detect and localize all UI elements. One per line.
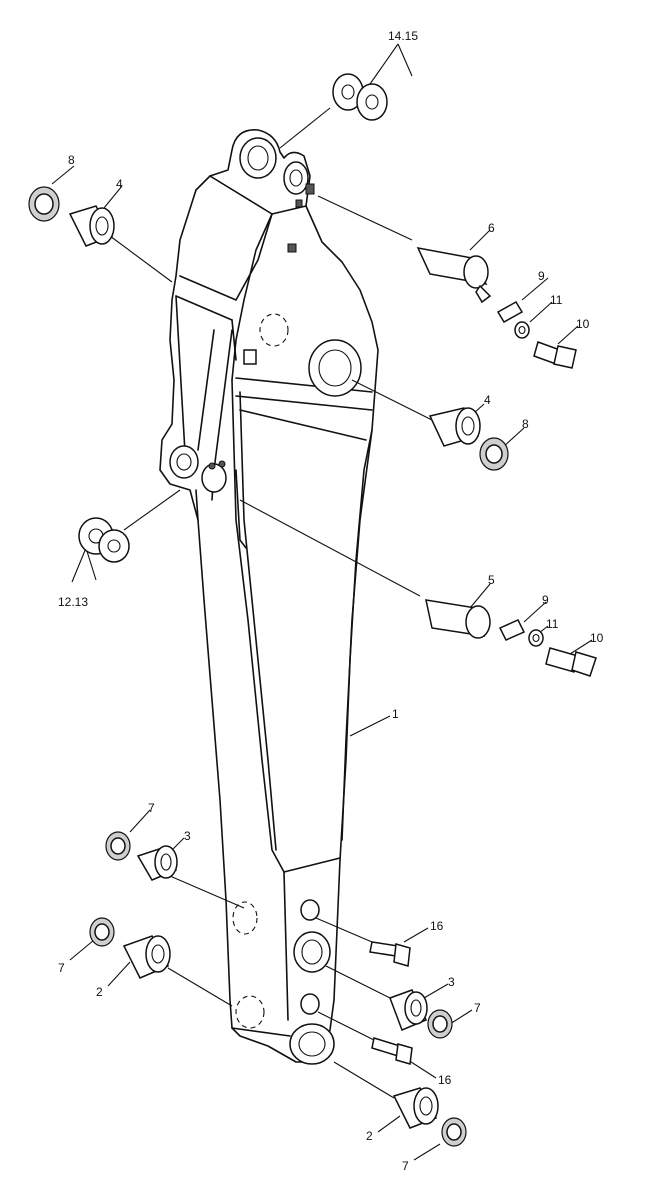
callout-5: 5	[488, 573, 495, 587]
callout-16: 16	[438, 1073, 452, 1087]
callout-7: 7	[402, 1159, 409, 1173]
callout-2: 2	[96, 985, 103, 999]
part-3-bushing-a	[136, 845, 178, 881]
callout-11: 11	[550, 293, 563, 307]
callout-labels: 14.15 8 4 6 9 11 10 4 8 12.13 5 9 11 10 …	[58, 29, 604, 1173]
callout-8: 8	[522, 417, 529, 431]
callout-3: 3	[184, 829, 191, 843]
callout-2: 2	[366, 1129, 373, 1143]
part-7-seal-d	[441, 1117, 467, 1147]
part-10-bolt-mid	[545, 647, 597, 677]
callout-9: 9	[538, 269, 545, 283]
callout-1: 1	[392, 707, 399, 721]
part-10-bolt-top	[533, 341, 577, 369]
callout-10: 10	[590, 631, 604, 645]
callout-3: 3	[448, 975, 455, 989]
part-2-bushing-b	[392, 1087, 439, 1129]
part-8-seal-top	[28, 186, 60, 222]
callout-7: 7	[58, 961, 65, 975]
part-4-bushing-top	[68, 205, 115, 247]
callout-14-15: 14.15	[388, 29, 418, 43]
leader-lines	[51, 43, 593, 1161]
callout-8: 8	[68, 153, 75, 167]
callout-12-13: 12.13	[58, 595, 88, 609]
part-3-bushing-b	[389, 989, 428, 1031]
part-16-grease-b	[371, 1037, 413, 1065]
part-5-pin	[425, 599, 491, 639]
callout-10: 10	[576, 317, 590, 331]
part-7-seal-a	[105, 831, 131, 861]
part-8-seal-mid	[479, 437, 509, 471]
part-12-13-washers	[78, 517, 130, 563]
part-6-pin	[416, 246, 492, 304]
part-4-bushing-mid	[428, 407, 481, 447]
part-9-keeper-top	[496, 300, 524, 324]
part-11-washer-mid	[528, 629, 544, 647]
callout-7: 7	[474, 1001, 481, 1015]
callout-11: 11	[546, 617, 559, 631]
callout-4: 4	[116, 177, 123, 191]
part-7-seal-b	[89, 917, 115, 947]
callout-9: 9	[542, 593, 549, 607]
arm-body	[159, 129, 379, 1065]
part-11-washer-top	[514, 321, 530, 339]
part-7-seal-c	[427, 1009, 453, 1039]
callout-7: 7	[148, 801, 155, 815]
part-16-grease-a	[369, 941, 411, 967]
part-9-keeper-mid	[498, 619, 526, 641]
part-2-bushing-a	[122, 935, 171, 979]
part-14-15-washers	[332, 73, 388, 121]
callout-4: 4	[484, 393, 491, 407]
callout-16: 16	[430, 919, 444, 933]
callout-6: 6	[488, 221, 495, 235]
